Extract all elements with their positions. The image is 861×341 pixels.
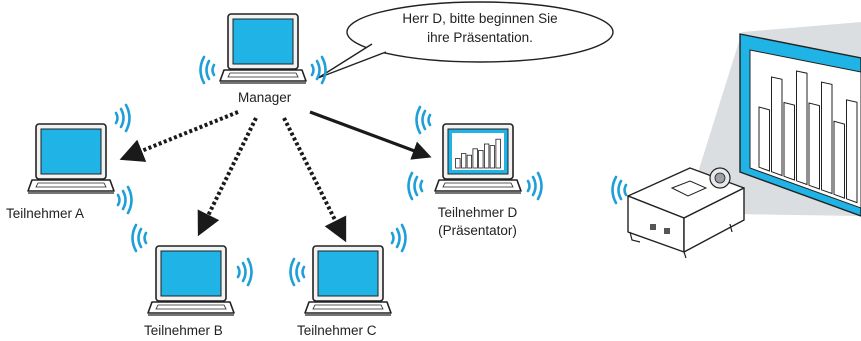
participant-c-label: Teilnehmer C [297, 323, 377, 338]
speech-line-2: ihre Präsentation. [427, 30, 533, 45]
manager-waves-left [201, 57, 215, 83]
speech-bubble-text: Herr D, bitte beginnen Sie ihre Präsenta… [370, 9, 590, 47]
connection-arrows [119, 110, 432, 243]
presenter-chart-background [452, 133, 504, 170]
projector-icon [627, 167, 745, 259]
projected-chart-bar [808, 102, 820, 190]
presenter-chart-bar [466, 154, 473, 169]
projected-chart-bar [796, 70, 808, 186]
projected-chart-bar [758, 106, 770, 172]
participant-b-label: Teilnehmer B [144, 323, 223, 338]
projected-chart [758, 70, 858, 204]
participant-b-laptop-icon [147, 245, 235, 316]
participant-a-label: Teilnehmer A [6, 206, 85, 221]
projected-chart-bar [771, 76, 783, 177]
arrow-to-participant-b [197, 117, 258, 237]
manager-label: Manager [238, 90, 292, 105]
projected-chart-bar [846, 99, 858, 204]
presenter-chart-bar [484, 143, 490, 169]
speech-line-1: Herr D, bitte beginnen Sie [402, 11, 558, 26]
projected-chart-bar [833, 120, 845, 199]
presenter-note-label: (Präsentator) [438, 223, 517, 238]
manager-laptop-icon [219, 13, 307, 84]
presenter-chart-bar [460, 153, 467, 169]
presenter-chart-bar [455, 158, 461, 169]
participant-d-label: Teilnehmer D [437, 205, 518, 220]
projected-chart-bar [821, 81, 833, 195]
arrow-to-participant-d [309, 110, 432, 160]
participant-a-laptop-icon [27, 123, 115, 194]
arrow-to-participant-c [282, 117, 347, 243]
speech-bubble [317, 1, 614, 79]
presenter-chart-bar [495, 138, 501, 169]
manager-waves-right [310, 55, 327, 85]
participant-d-laptop-icon [434, 123, 522, 194]
presenter-chart-bar [478, 149, 484, 169]
presenter-chart [452, 133, 504, 170]
arrow-to-participant-a [119, 110, 239, 162]
presenter-chart-bar [472, 148, 478, 169]
projection-screen-icon [739, 33, 861, 217]
presenter-chart-bar [489, 145, 495, 169]
participant-c-laptop-icon [304, 245, 392, 316]
projected-chart-bar [783, 101, 795, 181]
